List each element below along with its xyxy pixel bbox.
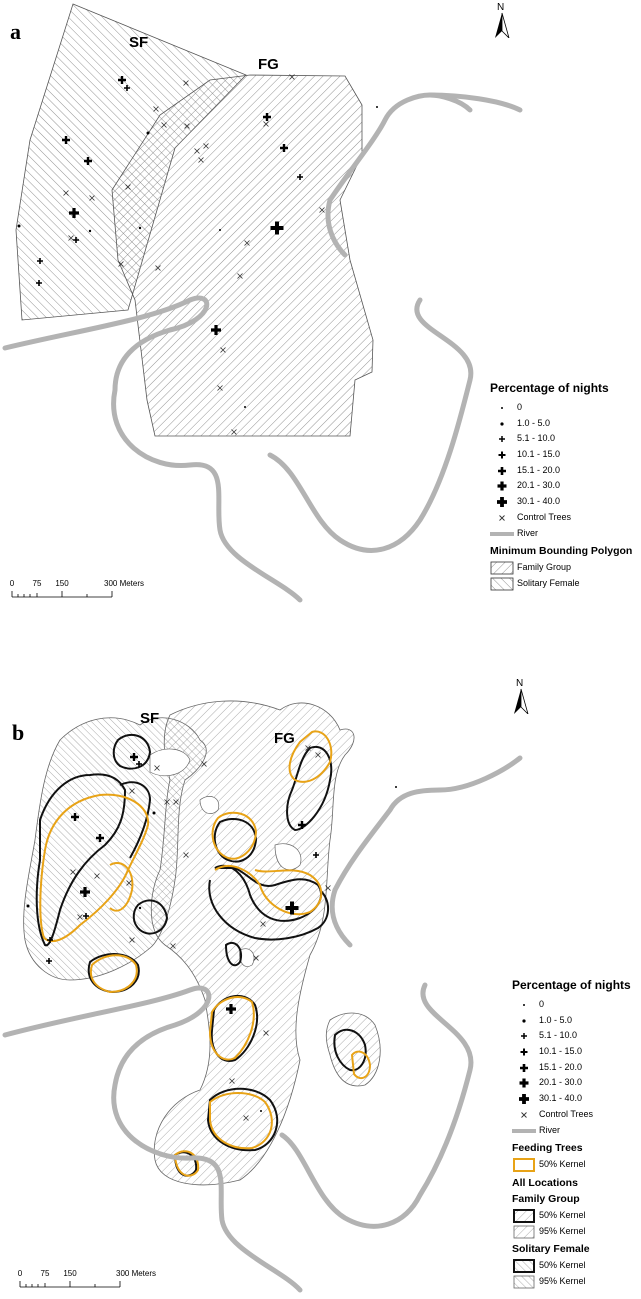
legend-title: Percentage of nights xyxy=(490,381,609,395)
dot-icon xyxy=(523,1004,525,1006)
north-label: N xyxy=(497,2,505,13)
legend-subtitle: Minimum Bounding Polygon xyxy=(490,545,633,558)
kernel-holes xyxy=(149,748,302,967)
legend-row: 20.1 - 30.0 xyxy=(490,478,640,494)
north-arrow-a: N xyxy=(491,2,513,38)
scale-bar-a xyxy=(11,591,113,598)
river-a xyxy=(2,92,474,603)
x-icon xyxy=(499,514,505,521)
legend-row: 1.0 - 5.0 xyxy=(490,416,640,432)
legend-row: 0 xyxy=(490,400,640,416)
location-markers-a xyxy=(17,74,378,408)
panel-letter-b: b xyxy=(12,720,25,745)
plus-icon xyxy=(497,497,507,508)
sf-label-a: SF xyxy=(129,34,149,51)
plus-icon xyxy=(499,436,505,443)
legend-row: Control Trees xyxy=(512,1107,640,1123)
legend-subtitle: Solitary Female xyxy=(512,1243,590,1256)
fg-95-kernel xyxy=(150,700,355,1186)
map-a-canvas xyxy=(2,3,523,603)
plus-icon xyxy=(519,1078,529,1088)
fg-label-b: FG xyxy=(274,730,295,747)
map-panel-a: a SF FG N Percentage of nights 0 1.0 - 5… xyxy=(0,0,641,620)
scale-labels-a: 0 75 150 300 Meters xyxy=(9,579,145,588)
black-kernel-icon xyxy=(513,1208,535,1223)
legend-row: 20.1 - 30.0 xyxy=(512,1075,640,1091)
fg-label-a: FG xyxy=(258,56,279,73)
legend-row: 95% Kernel xyxy=(512,1274,640,1290)
plus-icon xyxy=(498,466,506,475)
river-icon xyxy=(490,531,514,536)
hatch-fg-icon xyxy=(513,1225,535,1238)
legend-subtitle: All Locations xyxy=(512,1176,578,1189)
legend-row: Family Group xyxy=(490,560,640,576)
location-markers-b xyxy=(26,751,397,1112)
river-icon xyxy=(512,1128,536,1133)
legend-subtitle: Family Group xyxy=(512,1192,580,1205)
legend-row: 10.1 - 15.0 xyxy=(512,1044,640,1060)
river-a-east xyxy=(325,92,523,258)
river-b-east xyxy=(329,755,523,948)
legend-subtitle: Feeding Trees xyxy=(512,1142,583,1155)
fg-polygon xyxy=(111,74,374,437)
legend-row: 95% Kernel xyxy=(512,1224,640,1240)
sf-50-kernels xyxy=(35,733,169,994)
legend-row: River xyxy=(490,526,640,542)
x-icon xyxy=(521,1111,527,1118)
dot-icon xyxy=(500,422,504,426)
legend-row: Solitary Female xyxy=(490,576,640,592)
legend-a: Percentage of nights 0 1.0 - 5.0 5.1 - 1… xyxy=(490,381,640,592)
scale-bar-b xyxy=(19,1281,121,1288)
legend-row: 30.1 - 40.0 xyxy=(512,1091,640,1107)
legend-row: 30.1 - 40.0 xyxy=(490,494,640,510)
plus-icon xyxy=(497,481,507,491)
map-panel-b: b SF FG N Percentage of nights 0 1.0 - 5… xyxy=(0,678,641,1299)
river-b xyxy=(2,787,474,1293)
feeding-50-kernels xyxy=(39,730,372,1177)
hatch-sf-icon xyxy=(490,577,514,591)
plus-icon xyxy=(498,451,506,459)
legend-row: 15.1 - 20.0 xyxy=(490,463,640,479)
dot-icon xyxy=(522,1019,526,1023)
legend-row: 0 xyxy=(512,997,640,1013)
hatch-sf-icon xyxy=(513,1275,535,1289)
legend-row: 15.1 - 20.0 xyxy=(512,1060,640,1076)
black-kernel-icon xyxy=(513,1259,535,1274)
plus-icon xyxy=(520,1063,528,1072)
plus-icon xyxy=(521,1033,527,1040)
orange-kernel-icon xyxy=(513,1158,535,1173)
legend-row: 10.1 - 15.0 xyxy=(490,447,640,463)
legend-row: 50% Kernel xyxy=(512,1258,640,1274)
plus-icon xyxy=(520,1048,528,1056)
north-arrow-b: N xyxy=(510,678,532,714)
plus-icon xyxy=(519,1094,529,1105)
legend-row: River xyxy=(512,1123,640,1139)
sf-label-b: SF xyxy=(140,710,160,727)
legend-row: 5.1 - 10.0 xyxy=(490,431,640,447)
dot-icon xyxy=(501,407,503,409)
map-b-canvas xyxy=(2,700,523,1293)
hatch-fg-icon xyxy=(490,561,514,575)
legend-b: Percentage of nights 0 1.0 - 5.0 5.1 - 1… xyxy=(512,978,640,1290)
north-arrow-icon xyxy=(495,12,510,38)
legend-row: 1.0 - 5.0 xyxy=(512,1013,640,1029)
legend-row: Control Trees xyxy=(490,510,640,526)
north-arrow-icon xyxy=(514,688,529,714)
scale-labels-b: 0 75 150 300 Meters xyxy=(17,1269,157,1278)
legend-title: Percentage of nights xyxy=(512,978,631,992)
north-label: N xyxy=(516,678,524,689)
panel-letter-a: a xyxy=(10,19,21,44)
legend-row: 50% Kernel xyxy=(512,1157,640,1173)
legend-row: 50% Kernel xyxy=(512,1208,640,1224)
legend-row: 5.1 - 10.0 xyxy=(512,1028,640,1044)
